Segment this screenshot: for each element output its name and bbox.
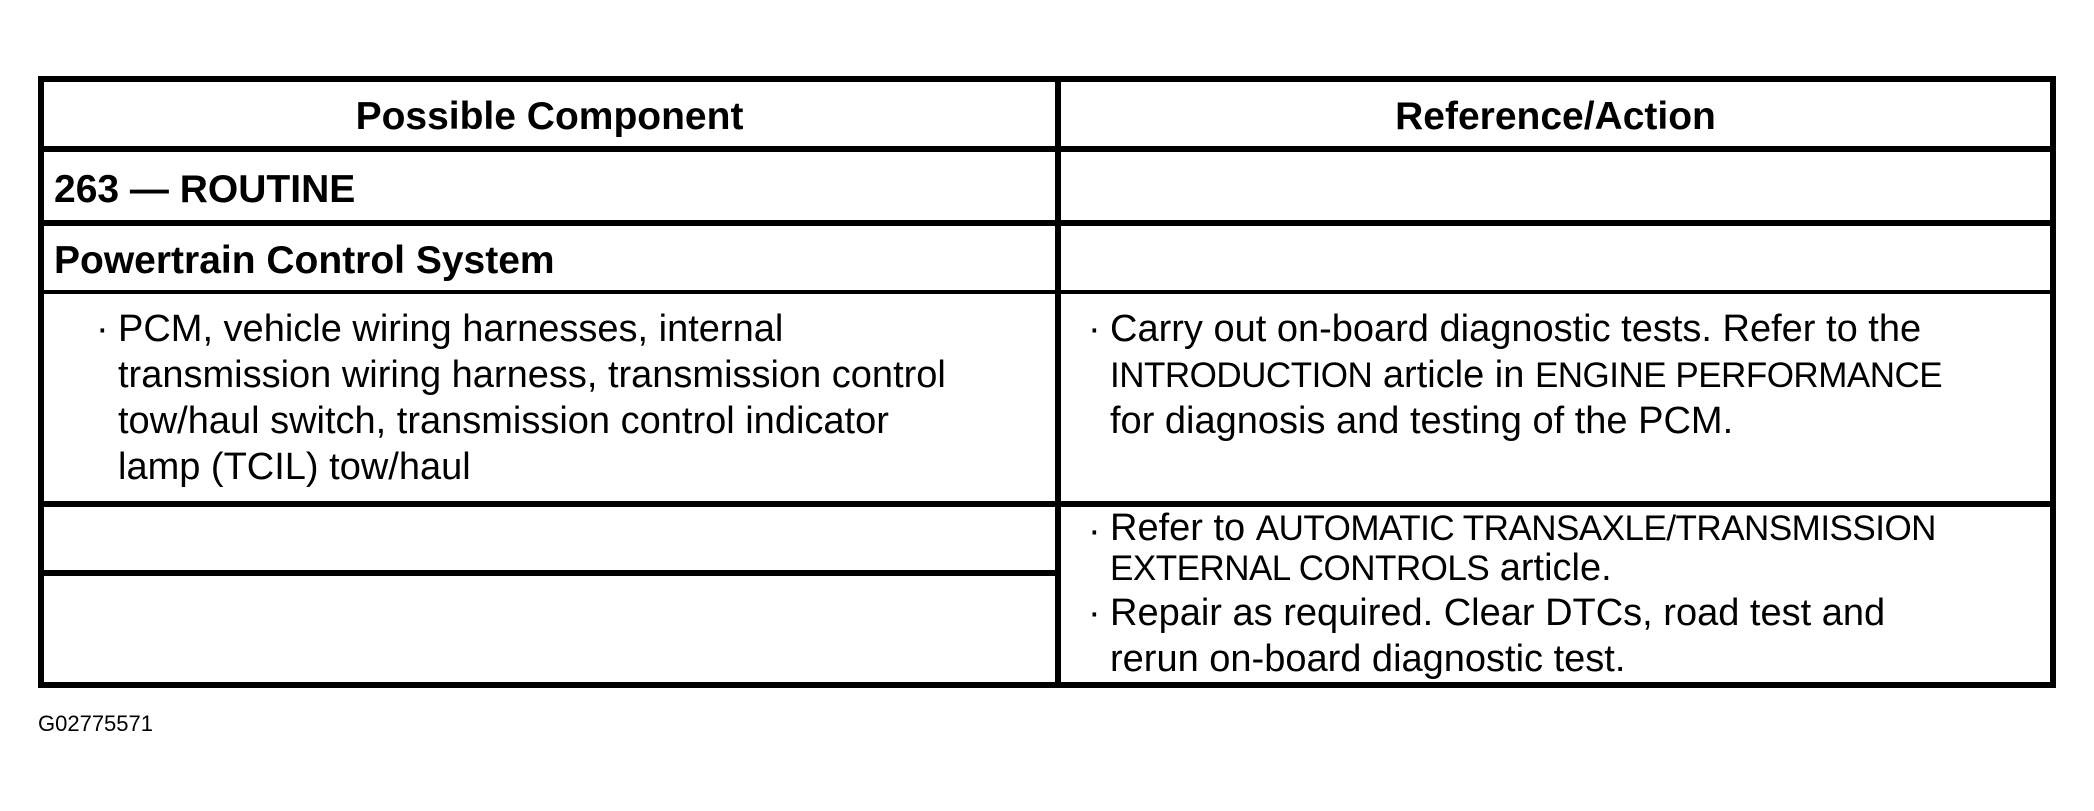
- action-text: article.: [1489, 547, 1612, 589]
- component-row-divider: [38, 501, 2056, 507]
- action-bullet: ·: [1088, 308, 1101, 350]
- figure-id: G02775571: [38, 711, 153, 736]
- action-line: Carry out on-board diagnostic tests. Ref…: [1110, 308, 1922, 350]
- header-possible-component: Possible Component: [355, 95, 744, 138]
- action-line: Repair as required. Clear DTCs, road tes…: [1110, 592, 1886, 634]
- system-label: Powertrain Control System: [54, 239, 555, 282]
- action-line: for diagnosis and testing of the PCM.: [1110, 400, 1734, 442]
- action-text: Refer to: [1110, 507, 1256, 549]
- reference-link: ENGINE PERFORMANCE: [1534, 356, 1943, 395]
- routine-label: 263 — ROUTINE: [54, 168, 356, 211]
- action-line: rerun on-board diagnostic test.: [1110, 638, 1626, 680]
- system-divider: [38, 290, 2056, 294]
- reference-link: AUTOMATIC TRANSAXLE/TRANSMISSION: [1255, 509, 1937, 548]
- action-bullet: ·: [1088, 510, 1101, 552]
- header-reference-action: Reference/Action: [1395, 95, 1716, 138]
- action-text: article in: [1372, 354, 1535, 396]
- component-line: PCM, vehicle wiring harnesses, internal: [118, 308, 784, 350]
- component-bullet: ·: [96, 308, 109, 350]
- component-line: transmission wiring harness, transmissio…: [118, 354, 946, 396]
- reference-link: EXTERNAL CONTROLS: [1110, 549, 1490, 588]
- component-line: tow/haul switch, transmission control in…: [118, 400, 889, 442]
- routine-divider: [38, 220, 2056, 226]
- header-divider: [38, 146, 2056, 152]
- action-line: Refer to AUTOMATIC TRANSAXLE/TRANSMISSIO…: [1110, 508, 1936, 549]
- component-line: lamp (TCIL) tow/haul: [118, 446, 471, 488]
- action-line: INTRODUCTION article in ENGINE PERFORMAN…: [1110, 352, 1943, 399]
- column-divider: [1055, 223, 1061, 688]
- action-line: EXTERNAL CONTROLS article.: [1110, 548, 1612, 589]
- left-empty-row-divider: [38, 570, 1058, 576]
- component-table: [38, 76, 2056, 688]
- reference-link: INTRODUCTION: [1110, 356, 1373, 395]
- action-bullet: ·: [1088, 592, 1101, 634]
